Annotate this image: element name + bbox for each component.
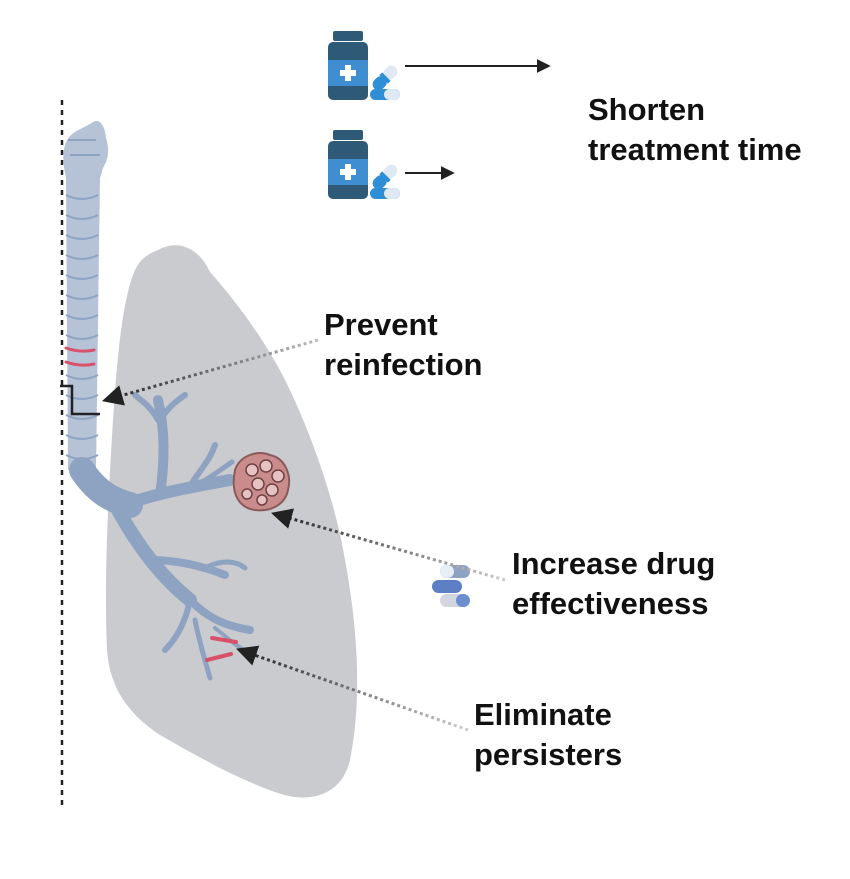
increase-effectiveness-arrow bbox=[270, 508, 506, 582]
granuloma-icon bbox=[232, 452, 290, 512]
label-line: persisters bbox=[474, 737, 623, 772]
eliminate-persisters-arrow bbox=[236, 645, 469, 732]
label-eliminate-persisters: Eliminate persisters bbox=[474, 695, 622, 775]
medicine-bottle-icon bbox=[328, 31, 368, 100]
label-shorten-treatment-time: Shorten treatment time bbox=[588, 90, 802, 170]
label-prevent-reinfection: Prevent reinfection bbox=[324, 305, 482, 385]
persister-bacteria-icon bbox=[205, 636, 238, 662]
label-line: reinfection bbox=[324, 347, 483, 382]
lung-icon bbox=[105, 245, 358, 798]
label-line: Prevent bbox=[324, 307, 438, 342]
prevent-reinfection-arrow bbox=[101, 338, 319, 406]
pill-icon bbox=[370, 89, 400, 100]
trachea-bracket bbox=[60, 384, 100, 416]
capsule-icon bbox=[372, 65, 398, 91]
medicine-bottle-icon bbox=[328, 130, 368, 199]
label-line: Increase drug bbox=[512, 546, 716, 581]
capsule-icon bbox=[372, 164, 398, 190]
label-line: Eliminate bbox=[474, 697, 612, 732]
trachea-icon bbox=[63, 120, 109, 471]
bronchi-icon bbox=[69, 392, 257, 681]
label-line: effectiveness bbox=[512, 586, 709, 621]
capsule-icon bbox=[432, 565, 470, 607]
label-line: Shorten bbox=[588, 92, 706, 127]
trachea-bacteria-icon bbox=[64, 346, 96, 367]
label-increase-drug-effectiveness: Increase drug effectiveness bbox=[512, 544, 715, 624]
label-line: treatment time bbox=[588, 132, 802, 167]
pill-icon bbox=[370, 188, 400, 199]
